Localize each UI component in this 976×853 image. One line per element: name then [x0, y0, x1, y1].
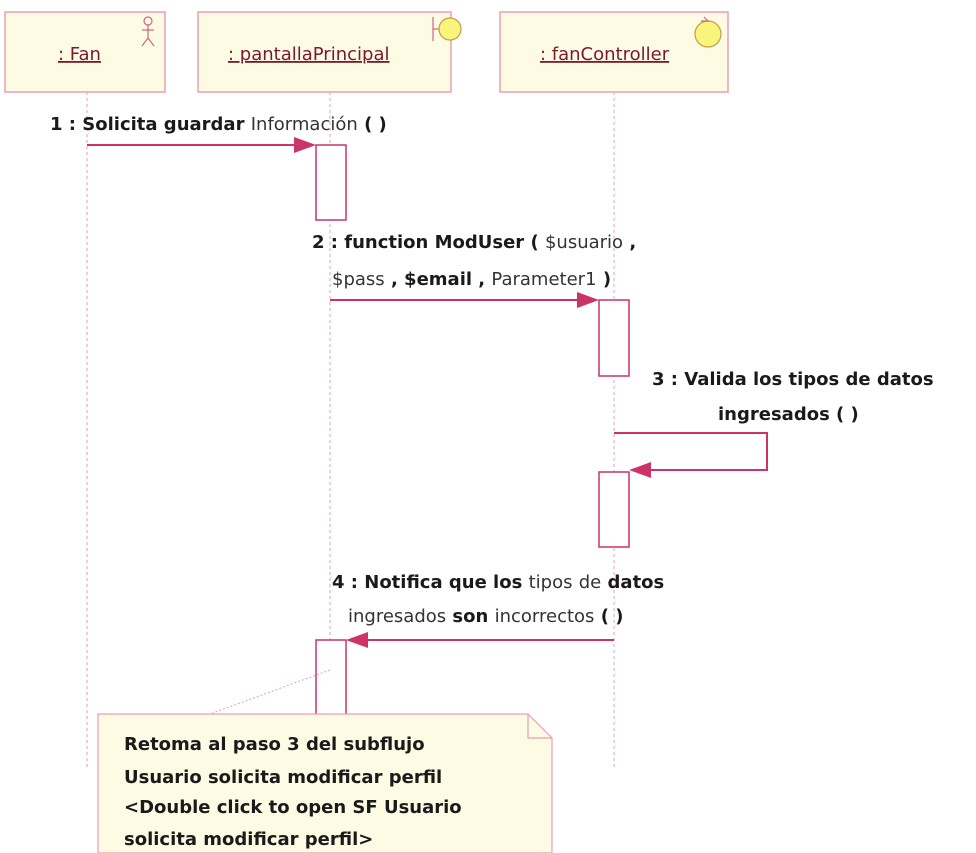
lifeline-fan-box[interactable] — [4, 11, 166, 93]
arrowhead-icon — [629, 462, 651, 478]
message-2[interactable]: 2 : function ModUser ( $usuario , $pass … — [312, 232, 636, 308]
note-line: Usuario solicita modificar perfil — [124, 767, 442, 788]
message-3[interactable]: 3 : Valida los tipos de datos ingresados… — [614, 369, 934, 478]
arrowhead-icon — [294, 137, 316, 153]
note-line: solicita modificar perfil> — [124, 829, 373, 850]
control-icon — [694, 16, 722, 48]
lifeline-fan-controller[interactable]: : fanController — [499, 11, 729, 770]
lifeline-controller-label: : fanController — [540, 44, 670, 65]
note-line: <Double click to open SF Usuario — [124, 797, 462, 818]
lifeline-pantalla-principal[interactable]: : pantallaPrincipal — [197, 11, 462, 770]
activation-bar — [598, 471, 630, 548]
activation-bar — [315, 144, 347, 221]
lifeline-controller-box[interactable] — [499, 11, 729, 93]
lifeline-pantalla-box[interactable] — [197, 11, 452, 93]
note[interactable]: Retoma al paso 3 del subflujo Usuario so… — [97, 713, 553, 853]
arrowhead-icon — [346, 632, 368, 648]
message-2-label-line1: 2 : function ModUser ( $usuario , — [312, 232, 636, 253]
message-4-label-line1: 4 : Notifica que los tipos de datos — [332, 572, 664, 593]
actor-icon — [141, 16, 155, 47]
message-1[interactable]: 1 : Solicita guardar Información ( ) — [50, 114, 387, 153]
message-3-label-line1: 3 : Valida los tipos de datos — [652, 369, 934, 390]
note-line: Retoma al paso 3 del subflujo — [124, 734, 425, 755]
boundary-icon — [432, 17, 462, 41]
message-2-label-line2: $pass , $email , Parameter1 ) — [332, 269, 611, 290]
activation-bar — [598, 299, 630, 377]
note-connector — [209, 669, 331, 715]
lifeline-fan-label: : Fan — [58, 44, 101, 65]
message-4[interactable]: 4 : Notifica que los tipos de datos ingr… — [332, 572, 664, 648]
lifeline-pantalla-label: : pantallaPrincipal — [228, 44, 389, 65]
lifeline-fan[interactable]: : Fan — [4, 11, 166, 770]
message-1-label: 1 : Solicita guardar Información ( ) — [50, 114, 387, 135]
arrowhead-icon — [577, 292, 599, 308]
note-box[interactable] — [97, 713, 553, 853]
message-4-label-line2: ingresados son incorrectos ( ) — [348, 606, 623, 627]
message-3-label-line2: ingresados ( ) — [718, 404, 859, 425]
